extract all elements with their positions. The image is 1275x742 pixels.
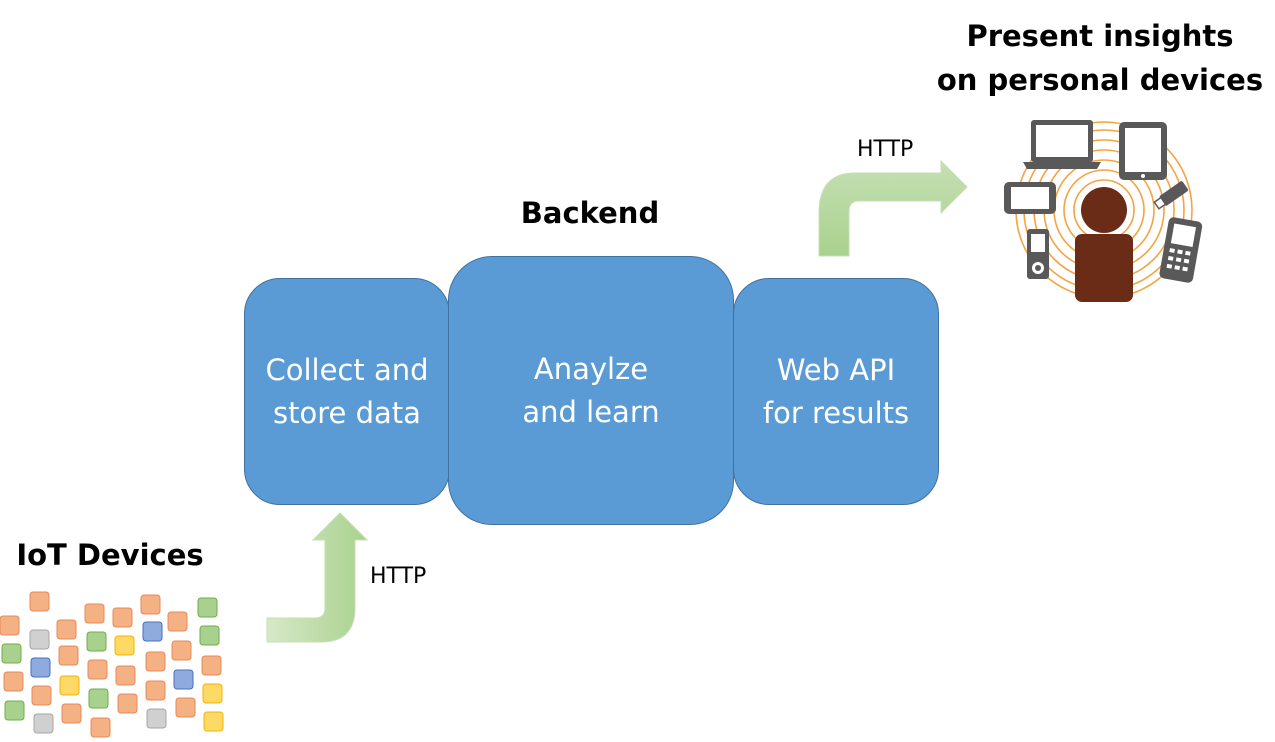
iot-device-tile — [115, 665, 136, 686]
iot-device-tile — [31, 685, 52, 706]
present-insights-line-1: Present insights — [966, 19, 1234, 53]
iot-device-tile — [203, 711, 224, 732]
iot-devices-heading: IoT Devices — [16, 538, 204, 572]
iot-device-tile — [146, 708, 167, 729]
iot-device-tile — [202, 683, 223, 704]
iot-device-tile — [145, 651, 166, 672]
iot-device-tile — [114, 635, 135, 656]
iot-device-tile — [197, 597, 218, 618]
iot-device-tile — [84, 603, 105, 624]
iot-device-tile — [173, 669, 194, 690]
iot-device-tiles — [0, 591, 224, 738]
iot-device-tile — [3, 671, 24, 692]
iot-device-tile — [58, 645, 79, 666]
iot-device-tile — [117, 693, 138, 714]
usb-stick-icon — [1153, 181, 1188, 210]
phone-icon — [1004, 182, 1056, 214]
iot-device-tile — [175, 697, 196, 718]
person-icon — [1075, 187, 1133, 302]
http-up-arrow — [266, 512, 369, 643]
iot-device-tile — [145, 680, 166, 701]
iot-device-tile — [86, 631, 107, 652]
iot-device-tile — [29, 629, 50, 650]
iot-device-tile — [1, 643, 22, 664]
iot-device-tile — [171, 640, 192, 661]
iot-device-tile — [201, 655, 222, 676]
iot-device-tile — [56, 619, 77, 640]
iot-device-tile — [33, 713, 54, 734]
iot-device-tile — [88, 688, 109, 709]
iot-device-tile — [59, 675, 80, 696]
http-up-label: HTTP — [370, 564, 427, 589]
backend-heading: Backend — [520, 196, 660, 230]
http-right-label: HTTP — [857, 137, 914, 162]
iot-device-tile — [167, 611, 188, 632]
iot-device-tile — [4, 700, 25, 721]
iot-device-tile — [90, 717, 111, 738]
analyze-learn-box: Anaylze and learn — [448, 256, 734, 525]
iot-device-tile — [29, 591, 50, 612]
iot-device-tile — [0, 615, 20, 636]
http-right-arrow — [818, 159, 968, 257]
present-insights-line-2: on personal devices — [936, 63, 1264, 97]
present-insights-heading: Present insights on personal devices — [930, 14, 1270, 102]
laptop-icon — [1023, 120, 1101, 169]
iot-device-tile — [140, 594, 161, 615]
person-with-devices-icon — [1004, 120, 1203, 302]
iot-device-tile — [142, 621, 163, 642]
iot-device-tile — [199, 625, 220, 646]
iot-device-tile — [61, 703, 82, 724]
iot-device-tile — [87, 659, 108, 680]
media-player-icon — [1027, 229, 1049, 279]
iot-device-tile — [112, 607, 133, 628]
iot-device-tile — [30, 657, 51, 678]
tablet-icon — [1119, 122, 1167, 180]
keypad-phone-icon — [1159, 217, 1203, 283]
collect-store-box: Collect and store data — [244, 278, 450, 505]
web-api-box: Web API for results — [733, 278, 939, 505]
